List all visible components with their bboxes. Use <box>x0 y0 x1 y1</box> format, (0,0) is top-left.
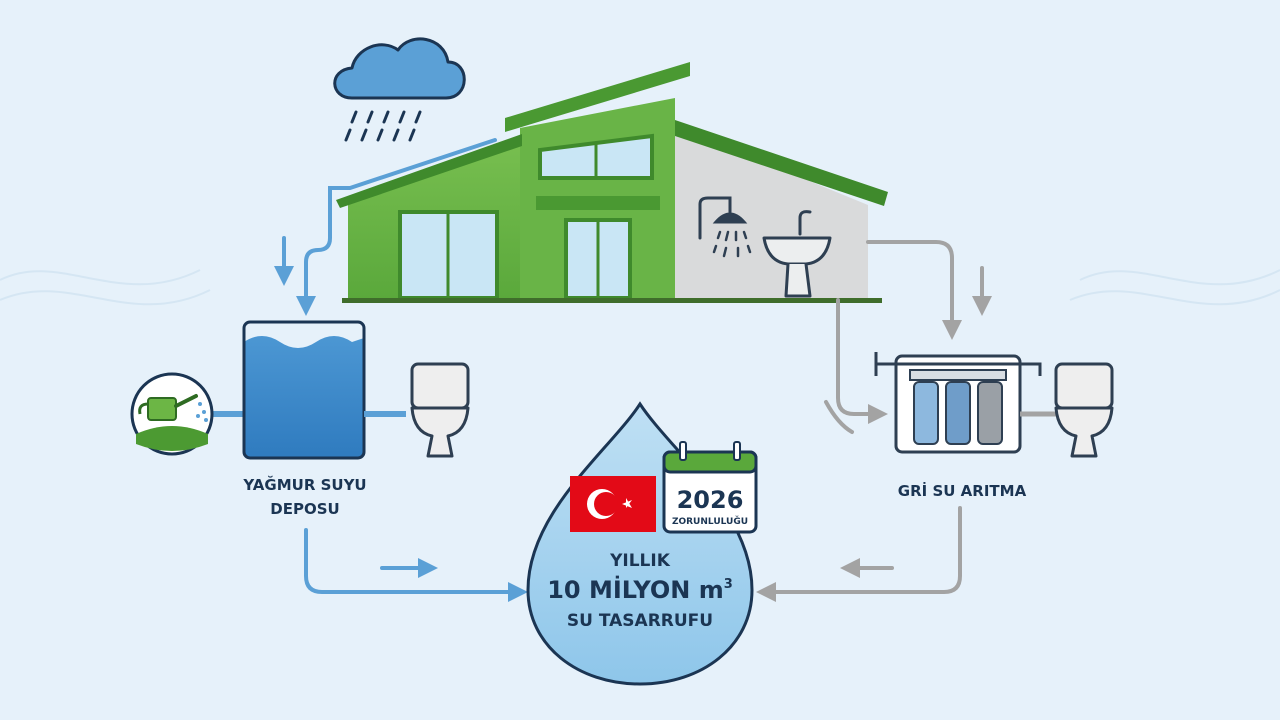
calendar-caption: ZORUNLULUĞU <box>672 515 748 527</box>
drop-line-1: YILLIK <box>609 551 671 571</box>
rain-cloud-icon <box>333 37 466 142</box>
turkey-flag-icon <box>570 476 656 532</box>
watering-can-icon <box>130 372 246 456</box>
background-waves <box>0 269 1280 306</box>
calendar-year: 2026 <box>677 486 744 514</box>
rain-tank-label-line1: YAĞMUR SUYU <box>242 475 366 494</box>
toilet-icon-left <box>410 362 470 458</box>
water-drop-icon <box>526 401 754 686</box>
greywater-flow-pipe <box>824 240 992 434</box>
savings-flow-arrows <box>304 506 962 602</box>
drop-line-2-sup: 3 <box>724 577 733 592</box>
rain-tank-label-line2: DEPOSU <box>270 500 339 518</box>
sink-icon <box>762 210 832 298</box>
toilet-icon-right <box>1054 362 1114 458</box>
drop-line-2: 10 MİLYON m3 <box>547 575 733 604</box>
rain-flow-pipe <box>274 138 497 316</box>
water-filter-icon <box>874 352 1060 454</box>
house-icon <box>336 62 888 303</box>
greywater-label: GRİ SU ARITMA <box>898 481 1027 500</box>
water-tank-icon <box>242 320 406 460</box>
drop-line-2-main: 10 MİLYON m <box>547 575 724 604</box>
calendar-icon <box>662 441 758 534</box>
drop-line-3: SU TASARRUFU <box>567 611 713 631</box>
shower-icon <box>698 196 752 258</box>
